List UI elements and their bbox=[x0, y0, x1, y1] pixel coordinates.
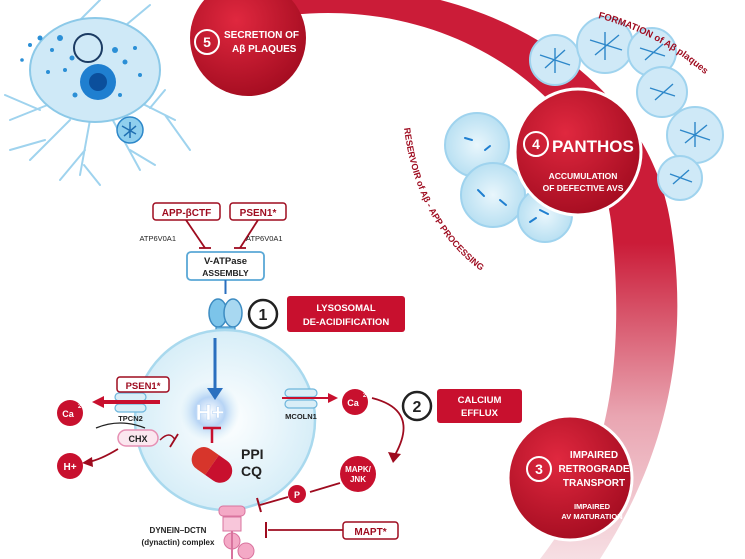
ca-mapk-arrowhead bbox=[388, 452, 401, 463]
plaque-cluster bbox=[529, 16, 724, 201]
pill-icon bbox=[191, 447, 233, 483]
defective-av-cluster bbox=[444, 112, 573, 243]
p-badge bbox=[288, 485, 306, 503]
chx-box bbox=[117, 429, 159, 447]
dynein-complex-icon bbox=[218, 505, 255, 559]
atp6v0a1-left: ATP6V0A1 bbox=[139, 234, 176, 243]
mcoln1-label: MCOLN1 bbox=[285, 412, 317, 421]
vatpase-line1: V-ATPase bbox=[204, 256, 247, 267]
step-3-line2: RETROGRADE bbox=[558, 464, 629, 475]
step-1-line2: DE-ACIDIFICATION bbox=[303, 317, 390, 328]
proton-glow bbox=[180, 382, 240, 442]
step-5-line1: SECRETION OF bbox=[224, 30, 299, 41]
p-label: P bbox=[294, 490, 300, 500]
app-bctf-label: APP-βCTF bbox=[162, 208, 211, 219]
psen1-left-label: PSEN1* bbox=[126, 381, 161, 392]
p-inhibition-line bbox=[259, 496, 289, 506]
p-inhibition-bar bbox=[256, 497, 262, 513]
proton-influx-arrowhead bbox=[207, 388, 223, 400]
atp6v0a1-right: ATP6V0A1 bbox=[246, 234, 283, 243]
step-4-line1: ACCUMULATION bbox=[549, 171, 618, 181]
step-2-number: 2 bbox=[413, 399, 422, 416]
step-4-title: PANTHOS bbox=[552, 137, 634, 156]
chx-ca-arrow bbox=[95, 422, 146, 429]
ca-right-sup: 2+ bbox=[363, 393, 370, 399]
dynein-label-1: DYNEIN–DCTN bbox=[150, 526, 207, 535]
mapk-jnk-badge bbox=[340, 456, 376, 492]
step-3-badge: 3 IMPAIRED RETROGRADE TRANSPORT IMPAIRED… bbox=[506, 414, 634, 542]
psen1-left-box bbox=[116, 376, 170, 393]
step-2-line1: CALCIUM bbox=[458, 395, 502, 406]
mcoln1-efflux-arrowhead bbox=[328, 393, 338, 403]
step-1-line1: LYSOSOMAL bbox=[316, 303, 375, 314]
neuron-illustration bbox=[4, 0, 191, 186]
tpcn2-label: TPCN2 bbox=[118, 414, 143, 423]
step-3-sub2: AV MATURATION bbox=[561, 512, 622, 521]
mapk-p-arrow bbox=[309, 482, 341, 493]
vatpase-line2: ASSEMBLY bbox=[202, 268, 249, 278]
cq-label: CQ bbox=[241, 463, 262, 479]
step-4-number: 4 bbox=[532, 136, 540, 152]
mcoln1-channel-top bbox=[284, 388, 318, 398]
h-plus-out-badge bbox=[57, 453, 83, 479]
psen1-top-label: PSEN1* bbox=[240, 208, 277, 219]
mapk-label-1: MAPK/ bbox=[345, 465, 372, 474]
step-3-sub1: IMPAIRED bbox=[574, 502, 611, 511]
step-5-line2: Aβ PLAQUES bbox=[232, 44, 297, 55]
tpcn2-channel-bottom bbox=[114, 403, 147, 413]
step-1-label: 1 LYSOSOMAL DE-ACIDIFICATION bbox=[247, 296, 405, 332]
step-3-line1: IMPAIRED bbox=[570, 450, 618, 461]
tpcn2-efflux-arrowhead bbox=[92, 396, 104, 408]
step-1-number: 1 bbox=[259, 307, 268, 324]
chx-inhibition-bar bbox=[169, 433, 179, 448]
step-2-line2: EFFLUX bbox=[461, 408, 499, 419]
mapt-label: MAPT* bbox=[354, 527, 386, 538]
step-5-badge: 5 SECRETION OF Aβ PLAQUES bbox=[190, 0, 306, 96]
chx-inhibition-line bbox=[159, 434, 176, 441]
ca-left-sup: 2+ bbox=[78, 404, 85, 410]
ca-left-badge bbox=[57, 400, 83, 426]
h-plus-out-label: H+ bbox=[63, 462, 76, 473]
step-5-number: 5 bbox=[203, 34, 211, 50]
step-4-badge: 4 PANTHOS ACCUMULATION OF DEFECTIVE AVS bbox=[513, 87, 643, 217]
chx-h-arrow bbox=[87, 448, 119, 463]
inhibition-lines-top bbox=[185, 219, 259, 249]
chx-h-arrowhead bbox=[82, 457, 93, 467]
tpcn2-channel-top bbox=[114, 392, 147, 402]
ca-right-badge bbox=[342, 389, 368, 415]
ppi-label: PPI bbox=[241, 446, 264, 462]
mapk-label-2: JNK bbox=[350, 475, 366, 484]
ca-mapk-arrow bbox=[371, 397, 405, 456]
chx-label: CHX bbox=[128, 434, 147, 444]
mcoln1-channel-bottom bbox=[284, 399, 318, 409]
dynein-label-2: (dynactin) complex bbox=[142, 538, 215, 547]
step-3-number: 3 bbox=[535, 461, 543, 477]
step-4-line2: OF DEFECTIVE AVS bbox=[543, 183, 624, 193]
step-3-line3: TRANSPORT bbox=[563, 478, 625, 489]
ca-left-label: Ca bbox=[62, 409, 74, 419]
step-2-label: 2 CALCIUM EFFLUX bbox=[401, 389, 522, 423]
h-plus-center: H+ bbox=[196, 400, 225, 425]
ca-right-label: Ca bbox=[347, 398, 359, 408]
